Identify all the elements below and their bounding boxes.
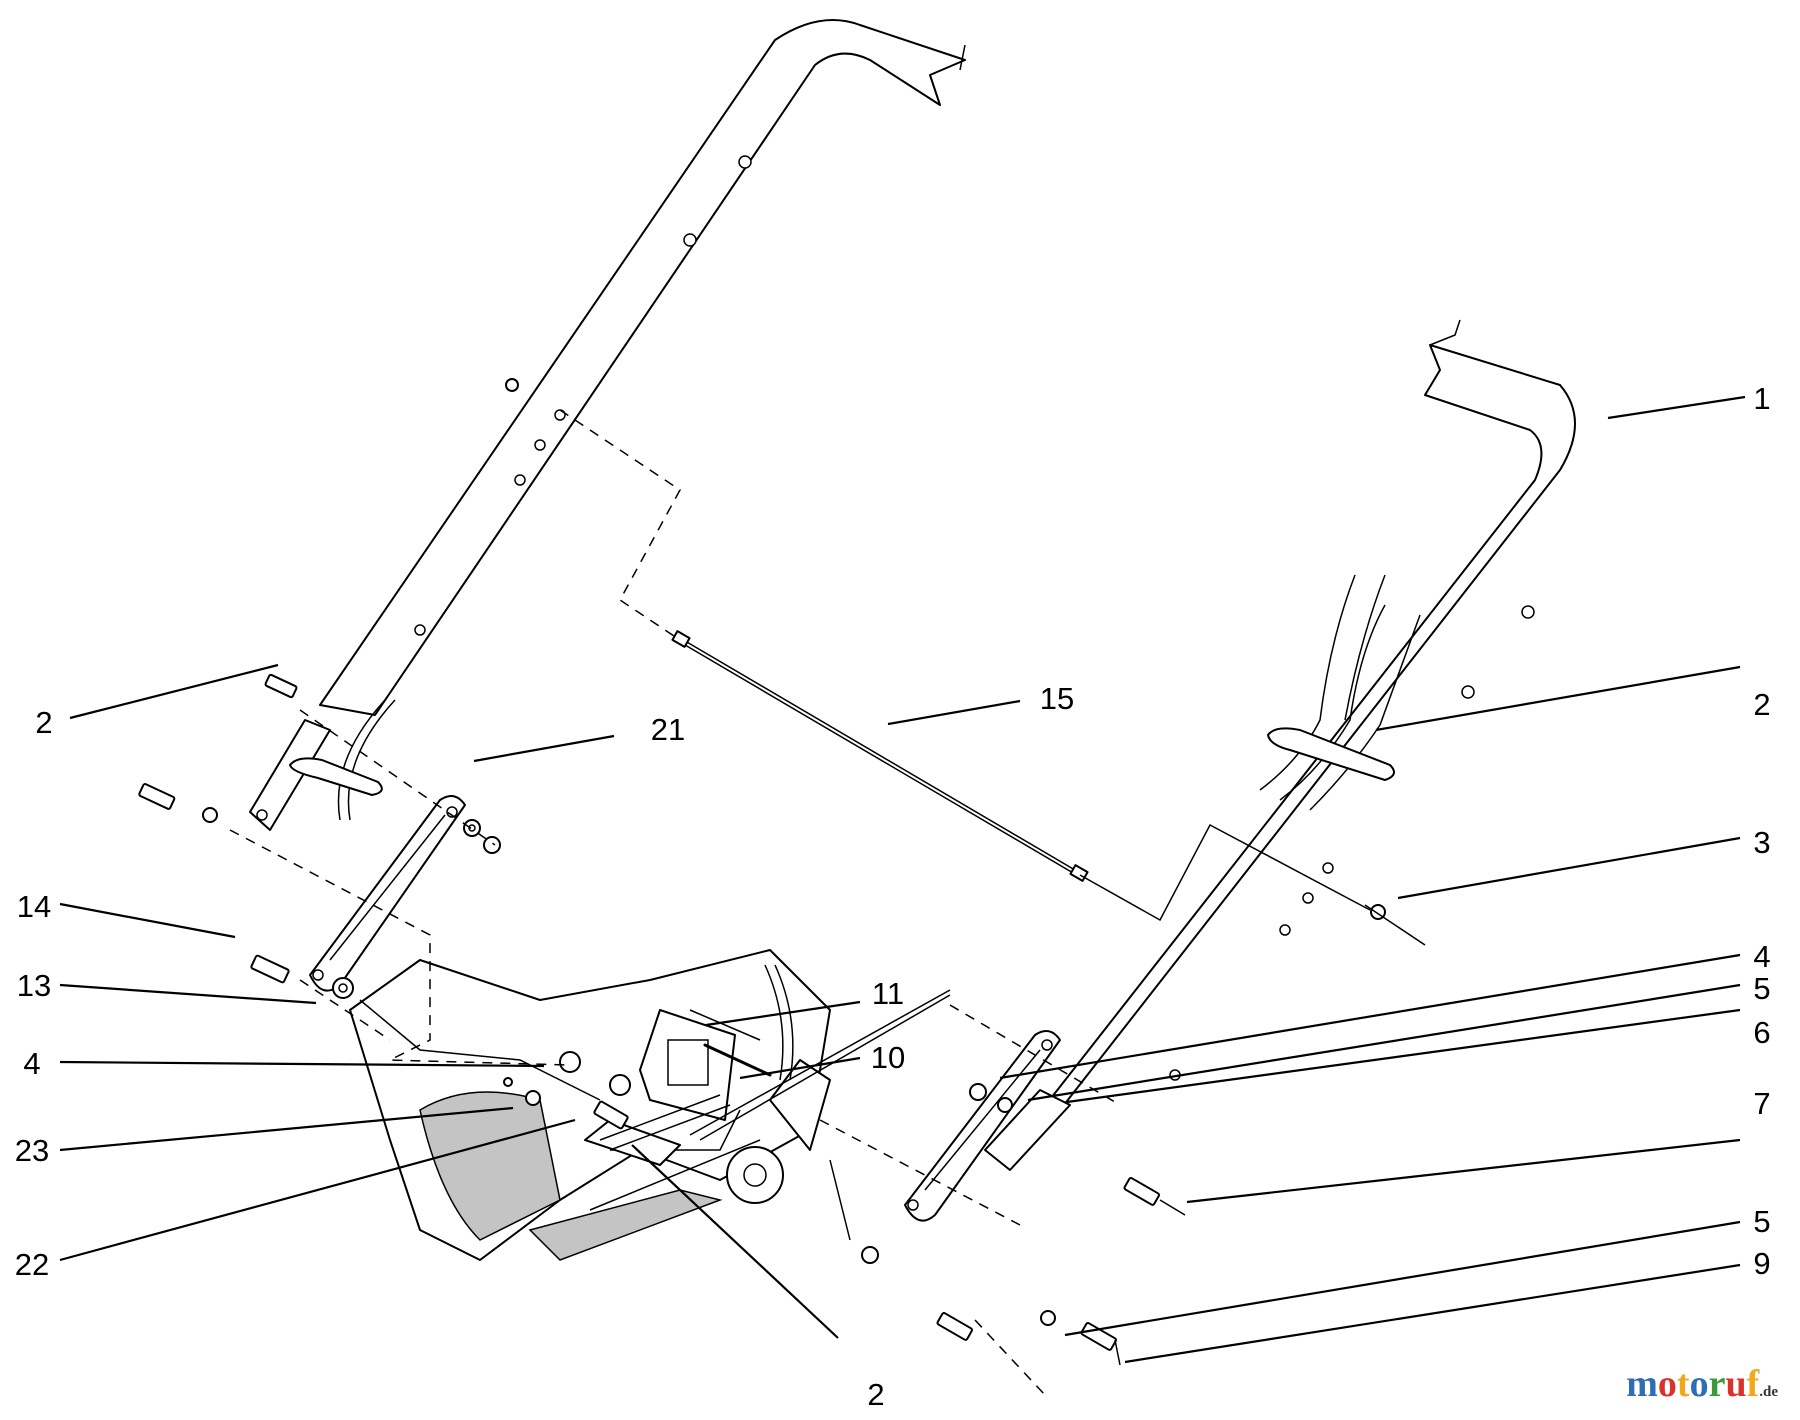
- logo-letter-t: t: [1676, 1363, 1690, 1405]
- cable-tie-left: [289, 757, 383, 796]
- wire-bundle: [1259, 574, 1421, 811]
- callout-21: 21: [651, 712, 685, 747]
- callout-7: 7: [1753, 1086, 1770, 1121]
- leader-4a: [59, 1060, 545, 1068]
- washer-left: [202, 807, 218, 823]
- motoruf-logo: motoruf.de: [1626, 1362, 1778, 1406]
- leader-2b: [1375, 665, 1741, 732]
- callout-11: 11: [872, 976, 904, 1011]
- leader-2a: [69, 663, 279, 720]
- leader-13: [59, 983, 317, 1005]
- hardware: [138, 378, 1386, 1351]
- leader-1: [1607, 395, 1746, 420]
- nut-23-small: [503, 1077, 513, 1087]
- logo-letter-r: r: [1708, 1363, 1726, 1405]
- bolt-13-top: [138, 783, 176, 810]
- callout-2c: 2: [867, 1377, 884, 1412]
- callout-14: 14: [17, 889, 51, 924]
- lower-handle: [984, 319, 1576, 1171]
- callout-23: 23: [15, 1133, 49, 1168]
- nut-22: [609, 1074, 631, 1096]
- bolt-lower-mid: [936, 1312, 973, 1341]
- callout-4a: 4: [23, 1046, 40, 1081]
- leader-11: [705, 1000, 861, 1027]
- washer-23: [525, 1090, 541, 1106]
- washer-5-right: [997, 1097, 1013, 1113]
- leader-15: [887, 699, 1021, 726]
- callout-labels: 1 2 2 2 3 4 4 5 5 6 7 9 10 11 13 14 15 2…: [15, 381, 1771, 1412]
- nut-13: [332, 977, 354, 999]
- washer-lower-mid: [861, 1246, 879, 1264]
- leader-2c: [631, 1144, 839, 1339]
- callout-9: 9: [1753, 1246, 1770, 1281]
- alignment-lines: [229, 409, 1426, 1396]
- bolt-14: [250, 954, 290, 984]
- leader-5a: [1027, 983, 1741, 1102]
- callout-3: 3: [1753, 825, 1770, 860]
- leader-22: [59, 1118, 576, 1262]
- bracket-10: [639, 964, 951, 1141]
- leader-4b: [999, 953, 1741, 1080]
- bolt-top-left: [264, 673, 298, 699]
- callout-22: 22: [15, 1247, 49, 1282]
- leader-7: [1186, 1138, 1741, 1204]
- nut-4-right: [969, 1083, 987, 1101]
- bolt-7: [1123, 1177, 1160, 1206]
- callout-5b: 5: [1753, 1204, 1770, 1239]
- callout-2b: 2: [1753, 687, 1770, 722]
- callout-1: 1: [1753, 381, 1770, 416]
- control-bracket-lower: [584, 1094, 731, 1166]
- mower-deck: [349, 949, 831, 1261]
- leader-21: [473, 734, 615, 763]
- logo-letter-o: o: [1657, 1363, 1677, 1405]
- nut-4-left: [559, 1051, 581, 1073]
- leader-5b: [1064, 1220, 1741, 1337]
- callout-13: 13: [17, 968, 51, 1003]
- nut-21: [483, 836, 501, 854]
- logo-suffix: .de: [1759, 1384, 1778, 1400]
- leader-23: [59, 1106, 514, 1152]
- bolt-22: [593, 1100, 629, 1130]
- logo-letter-o2: o: [1689, 1363, 1709, 1405]
- leader-3: [1397, 836, 1741, 900]
- leader-9: [1124, 1263, 1741, 1364]
- logo-letter-f: f: [1746, 1363, 1760, 1405]
- callout-2a: 2: [35, 705, 52, 740]
- callout-5a: 5: [1753, 971, 1770, 1006]
- logo-letter-m: m: [1626, 1363, 1658, 1405]
- leader-10: [739, 1056, 861, 1080]
- callout-15: 15: [1040, 681, 1074, 716]
- washer-21: [463, 819, 481, 837]
- callout-10: 10: [871, 1040, 905, 1075]
- upper-handle: [249, 19, 966, 831]
- leader-6: [1066, 1008, 1741, 1104]
- washer-5-lower: [1040, 1310, 1056, 1326]
- bracket-21: [309, 795, 466, 992]
- bracket-6: [904, 1030, 1061, 1222]
- logo-letter-u: u: [1725, 1363, 1747, 1405]
- callout-6: 6: [1753, 1015, 1770, 1050]
- leader-lines: [59, 395, 1746, 1364]
- callout-4b: 4: [1753, 939, 1770, 974]
- screw-top: [505, 378, 519, 392]
- leader-14: [59, 902, 236, 939]
- cable-15: [671, 630, 1089, 882]
